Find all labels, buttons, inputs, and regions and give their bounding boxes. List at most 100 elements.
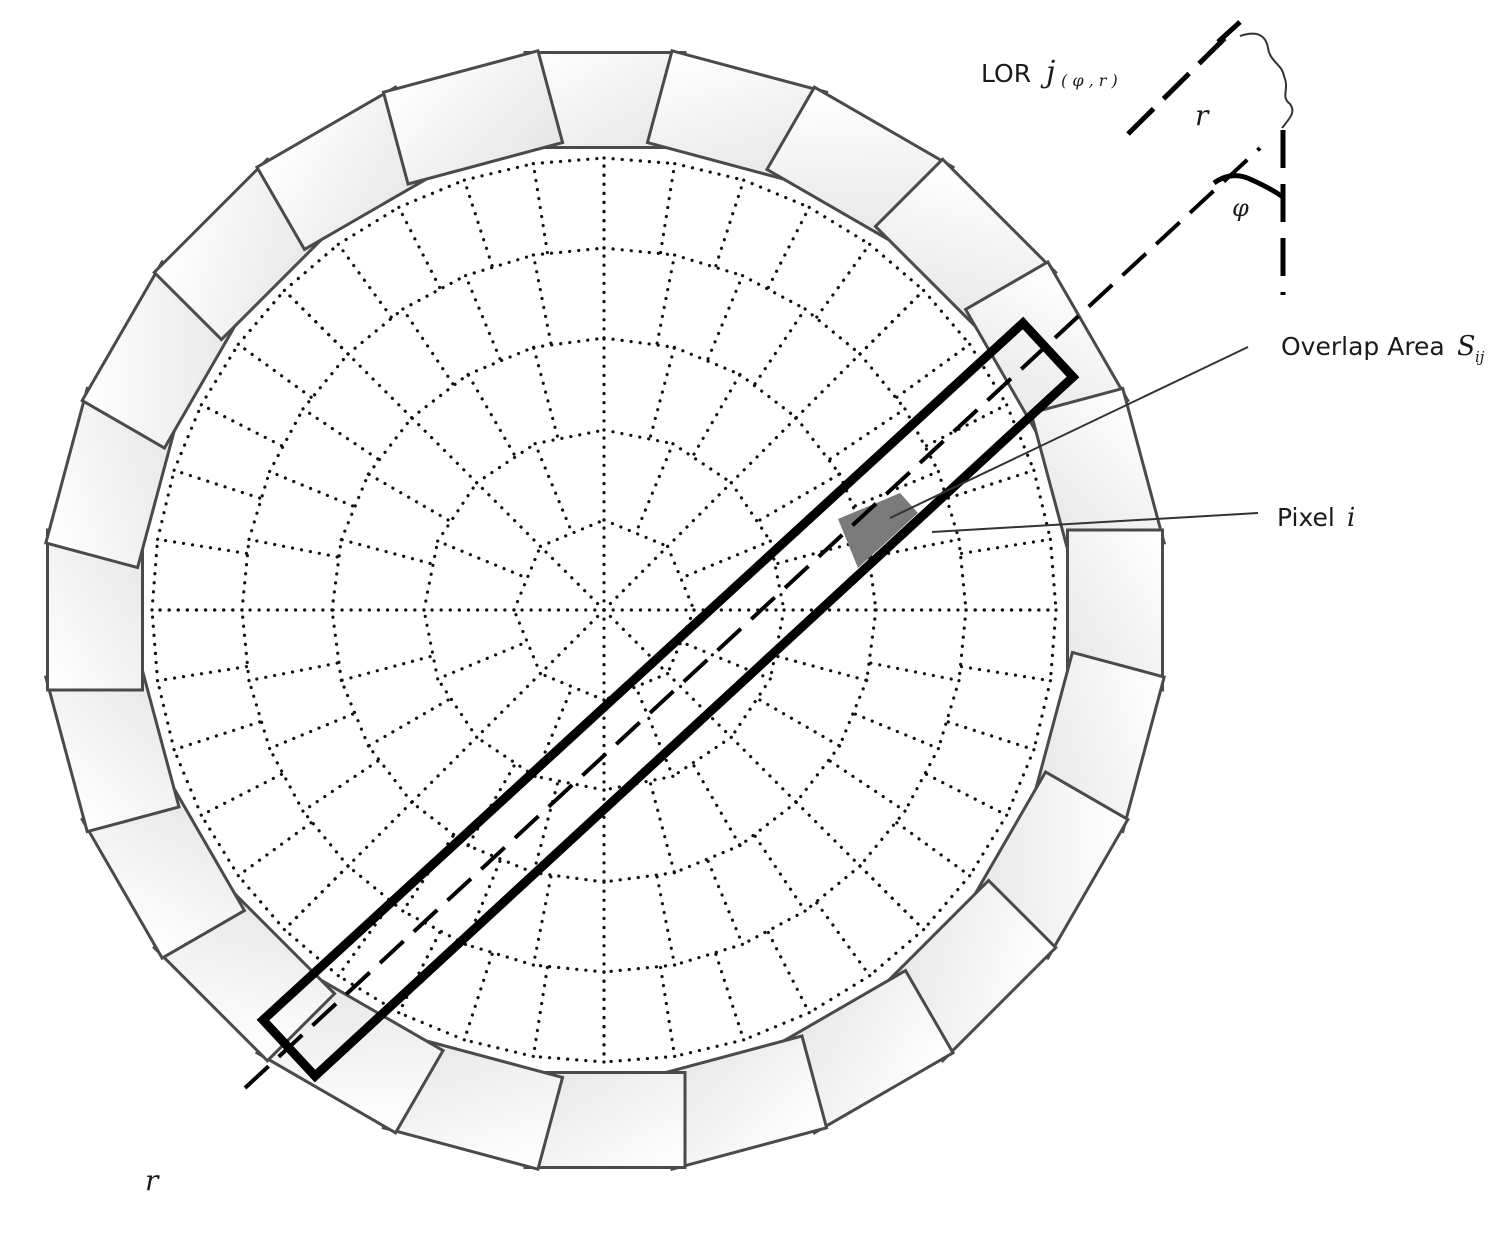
grid-ring-segment [957, 608, 968, 683]
grid-ring-segment [150, 608, 160, 683]
grid-radial-spoke [531, 782, 560, 875]
grid-radial-spoke [665, 671, 733, 739]
grid-radial-spoke [959, 537, 1053, 556]
grid-ring-segment [672, 345, 742, 376]
grid-ring-segment [837, 678, 869, 748]
grid-ring-segment [538, 671, 606, 702]
grid-radial-spoke [531, 875, 553, 967]
grid-radial-spoke [766, 930, 811, 1015]
grid-ring-segment [346, 864, 405, 913]
grid-radial-spoke [758, 472, 842, 522]
grid-ring-segment [903, 407, 941, 474]
grid-ring-segment [794, 416, 842, 476]
grid-ring-segment [462, 162, 535, 182]
grid-ring-segment [410, 372, 470, 420]
grid-ring-segment [740, 909, 807, 947]
grid-ring-segment [673, 162, 746, 182]
grid-radial-spoke [156, 664, 249, 683]
grid-radial-spoke [339, 654, 432, 683]
grid-ring-segment [463, 253, 536, 278]
pixel-symbol-i: i [1347, 503, 1355, 533]
lor-symbol-j: j [1040, 55, 1055, 90]
grid-radial-spoke [895, 342, 972, 399]
r-bottom-label: r [145, 1164, 160, 1197]
grid-radial-spoke [924, 403, 1009, 448]
grid-radial-spoke [794, 800, 862, 868]
grid-radial-spoke [758, 698, 842, 748]
grid-ring-segment [602, 428, 675, 446]
grid-ring-segment [172, 748, 203, 817]
r-top-label: r [1195, 99, 1210, 132]
grid-radial-spoke [815, 901, 872, 978]
grid-ring-segment [150, 537, 160, 612]
grid-ring-segment [1048, 537, 1058, 612]
pixel-label: Pixel [1277, 503, 1335, 532]
grid-ring-segment [172, 403, 203, 472]
grid-ring-segment [466, 843, 536, 875]
grid-radial-spoke [531, 345, 560, 438]
grid-ring-segment [330, 608, 343, 683]
grid-radial-spoke [706, 274, 745, 361]
grid-radial-spoke [236, 342, 313, 399]
grid-radial-spoke [828, 759, 907, 813]
grid-radial-spoke [714, 178, 746, 268]
grid-ring-segment [156, 679, 176, 752]
grid-ring-segment [236, 288, 286, 346]
grid-ring-segment [738, 372, 798, 420]
lor-tube [256, 316, 1080, 1083]
grid-radial-spoke [655, 253, 677, 345]
grid-radial-spoke [753, 834, 807, 913]
grid-radial-spoke [869, 537, 961, 559]
grid-radial-spoke [655, 875, 677, 967]
grid-ring-segment [531, 963, 606, 974]
grid-ring-segment [957, 537, 968, 612]
grid-radial-spoke [753, 307, 807, 386]
grid-ring-segment [768, 539, 786, 612]
grid-radial-spoke [397, 930, 442, 1015]
grid-radial-spoke [247, 661, 339, 683]
grid-radial-spoke [602, 608, 670, 676]
grid-ring-segment [199, 342, 240, 407]
grid-radial-spoke [815, 242, 872, 319]
grid-radial-spoke [665, 481, 733, 549]
grid-ring-segment [410, 800, 470, 848]
grid-radial-spoke [714, 952, 746, 1042]
grid-ring-segment [301, 809, 350, 868]
overlap-leader-line [889, 346, 1249, 519]
pixel-leader-line [931, 512, 1259, 533]
grid-ring-segment [1048, 608, 1058, 683]
grid-ring-segment [602, 871, 677, 884]
grid-ring-segment [865, 537, 878, 612]
grid-ring-segment [401, 274, 468, 311]
grid-radial-spoke [301, 759, 380, 813]
grid-radial-spoke [397, 205, 442, 290]
grid-radial-spoke [366, 472, 450, 522]
grid-radial-spoke [648, 782, 677, 875]
grid-radial-spoke [924, 772, 1009, 817]
grid-ring-segment [672, 942, 745, 967]
r-reference-line [1126, 36, 1227, 136]
grid-radial-spoke [729, 735, 798, 804]
grid-radial-spoke [236, 821, 313, 878]
grid-ring-segment [397, 178, 466, 209]
grid-ring-segment [247, 469, 272, 542]
grid-ring-segment [794, 744, 842, 804]
grid-ring-segment [602, 246, 677, 257]
grid-ring-segment [742, 1011, 811, 1042]
grid-ring-segment [422, 539, 440, 612]
grid-ring-segment [671, 442, 733, 485]
grid-radial-spoke [282, 288, 350, 356]
grid-ring-segment [602, 336, 677, 349]
grid-radial-spoke [869, 661, 961, 683]
grid-ring-segment [672, 843, 742, 875]
grid-ring-segment [807, 974, 872, 1015]
grid-ring-segment [533, 428, 606, 446]
grid-ring-segment [671, 735, 733, 778]
grid-radial-spoke [658, 965, 677, 1059]
grid-radial-spoke [462, 952, 494, 1042]
grid-radial-spoke [247, 537, 339, 559]
grid-ring-segment [401, 909, 468, 947]
grid-ring-segment [1032, 468, 1053, 541]
overlap-area-label: Overlap Area [1281, 332, 1445, 361]
grid-ring-segment [803, 307, 862, 356]
